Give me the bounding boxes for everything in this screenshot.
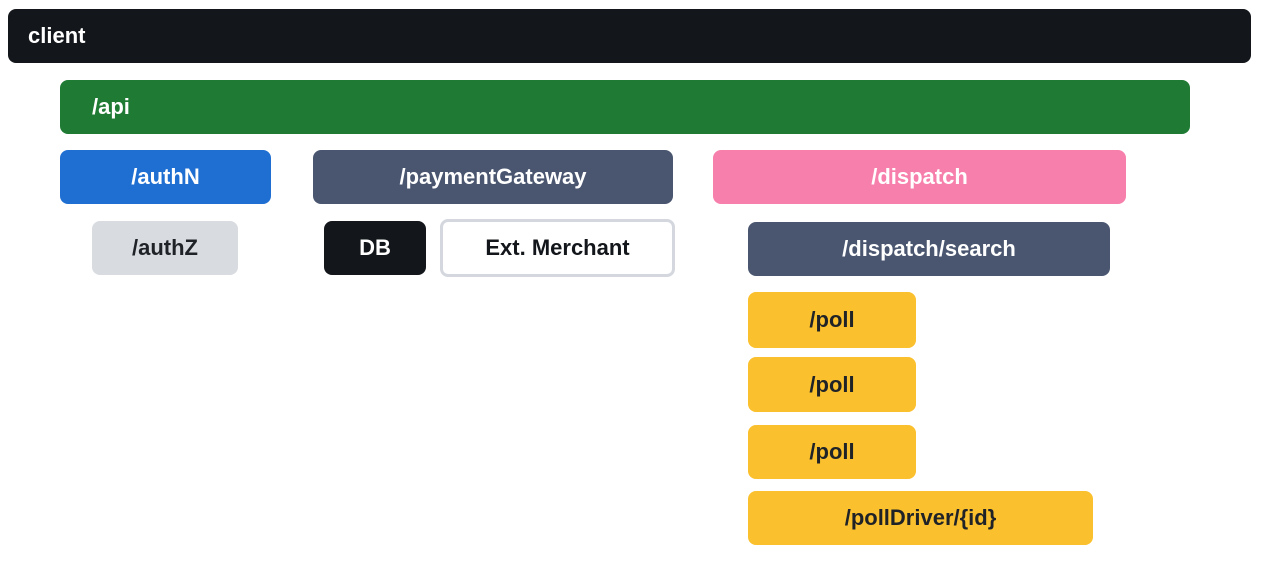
payment-gateway-box: /paymentGateway: [313, 150, 673, 204]
poll-label: /poll: [809, 439, 855, 464]
client-bar: client: [8, 9, 1251, 63]
dispatch-search-box: /dispatch/search: [748, 222, 1110, 276]
dispatch-search-label: /dispatch/search: [842, 236, 1016, 261]
authZ-label: /authZ: [132, 235, 198, 260]
poll-label: /poll: [809, 371, 855, 397]
poll-box: /poll: [748, 292, 916, 348]
client-label: client: [28, 23, 86, 48]
dispatch-label: /dispatch: [871, 164, 968, 189]
dispatch-box: /dispatch: [713, 150, 1126, 204]
poll-box: /poll: [748, 425, 916, 479]
poll-driver-box: /pollDriver/{id}: [748, 491, 1093, 545]
ext-merchant-box: Ext. Merchant: [440, 219, 675, 277]
authN-label: /authN: [131, 164, 200, 189]
ext-merchant-label: Ext. Merchant: [485, 235, 630, 260]
db-box: DB: [324, 221, 426, 275]
poll-driver-label: /pollDriver/{id}: [844, 505, 997, 530]
api-label: /api: [92, 94, 130, 119]
db-label: DB: [359, 235, 391, 260]
api-bar: /api: [60, 80, 1190, 134]
poll-label: /poll: [809, 307, 855, 332]
payment-gateway-label: /paymentGateway: [399, 164, 587, 189]
authZ-box: /authZ: [92, 221, 238, 275]
authN-box: /authN: [60, 150, 271, 204]
poll-box: /poll: [748, 357, 916, 412]
